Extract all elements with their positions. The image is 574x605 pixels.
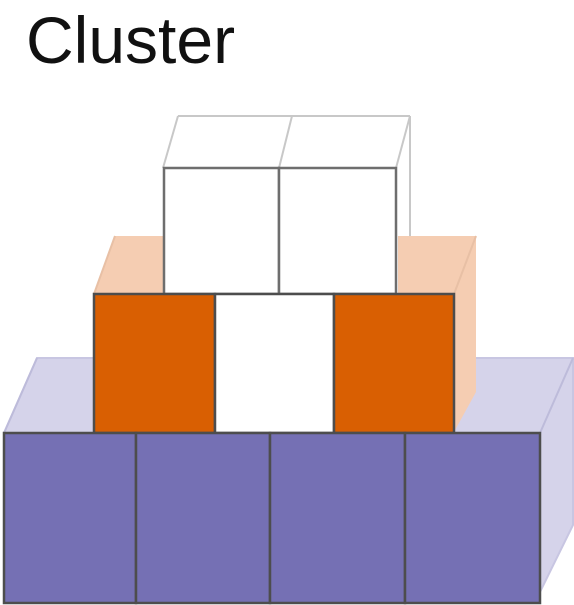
middle-row-back-edge (453, 235, 477, 295)
top-row-back (162, 115, 411, 236)
top-row (162, 166, 398, 296)
cube-purple (403, 431, 542, 605)
cube-orange (92, 292, 217, 435)
diagram-title: Cluster (26, 3, 236, 77)
bottom-row-back-edge (3, 357, 38, 434)
bottom-row-back-edge (539, 357, 574, 434)
cube-white (213, 292, 336, 435)
middle-row (92, 292, 456, 435)
cube-purple (268, 431, 407, 605)
top-row-back-edge (278, 115, 293, 169)
top-row-back-edge (162, 115, 179, 169)
cube-white (277, 166, 398, 296)
cube-purple (2, 431, 138, 605)
top-row-back-edge (395, 115, 411, 169)
cube-purple (134, 431, 272, 605)
cube-orange (332, 292, 456, 435)
middle-row-back-edge (93, 235, 116, 295)
bottom-row (2, 431, 542, 605)
cube-white (162, 166, 281, 296)
